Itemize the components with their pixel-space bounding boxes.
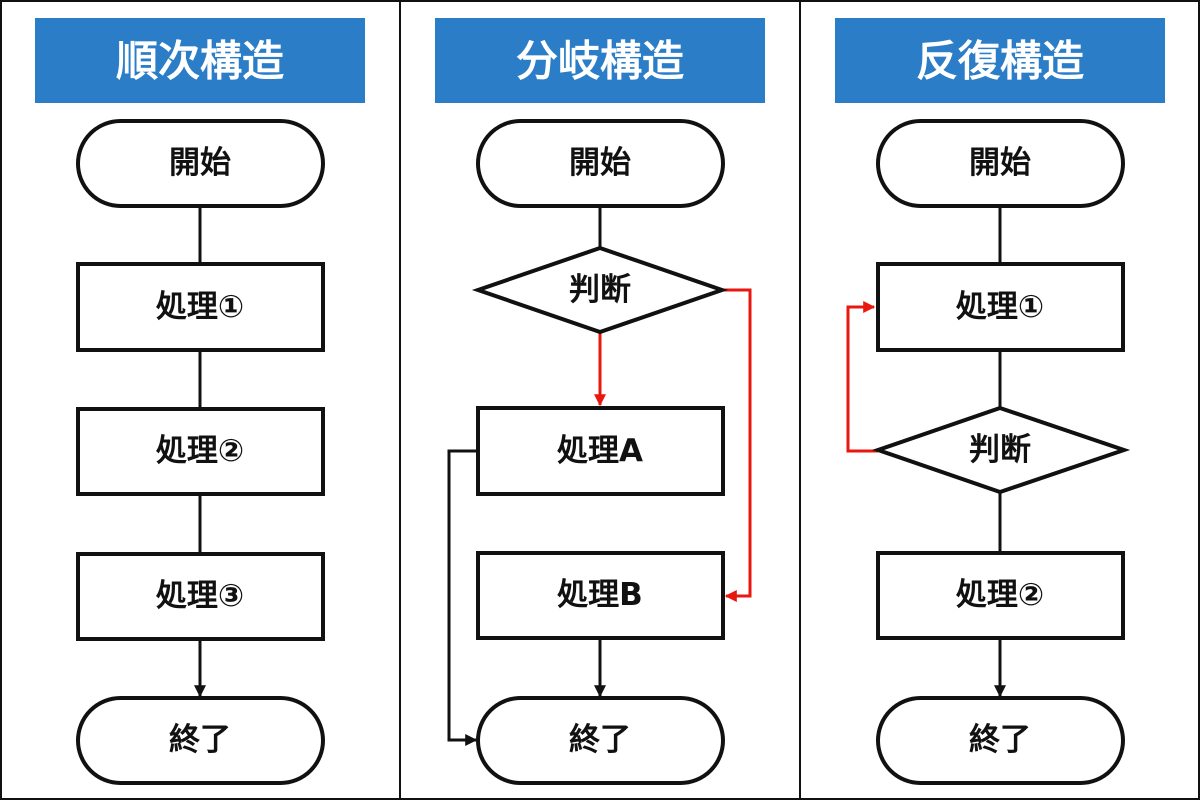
loop-back-arrow [846,301,878,453]
process-box-3 [76,552,325,641]
process-box-2 [876,551,1125,640]
start-terminal [76,119,325,208]
process-box-1 [76,262,325,352]
process-label-3: 処理③ [156,578,244,614]
panel-title: 分岐構造 [516,37,684,86]
panel-title-banner [835,18,1165,103]
panel-title-banner [435,18,765,103]
decision-label: 判断 [969,432,1031,468]
panel-title: 反復構造 [916,37,1084,86]
process-box-a [476,406,725,496]
start-terminal [876,119,1125,208]
end-terminal [876,696,1125,785]
panel-loop: 反復構造 開始 処理① 判断 処理② 終了 [835,18,1165,785]
start-terminal [476,119,725,208]
end-label: 終了 [569,722,631,758]
decision-label: 判断 [569,272,631,308]
start-label: 開始 [569,145,631,181]
panel-title: 順次構造 [116,37,284,86]
start-label: 開始 [969,145,1031,181]
process-label-b: 処理B [557,577,643,613]
process-box-b [476,551,725,640]
end-label: 終了 [969,722,1031,758]
process-box-1 [876,262,1125,352]
branch-arrow-no [722,288,752,602]
panel-title-banner [35,18,365,103]
end-terminal [76,696,325,785]
process-label-1: 処理① [156,289,244,325]
panel-sequential: 順次構造 開始 処理① 処理② 処理③ 終了 [35,18,365,785]
panel-branch: 分岐構造 開始 判断 処理A 処理B 終了 [435,18,765,785]
process-label-a: 処理A [557,433,643,469]
process-label-1: 処理① [956,289,1044,325]
start-label: 開始 [169,145,231,181]
end-label: 終了 [169,722,231,758]
merge-arrow [447,449,478,746]
decision-diamond [471,245,729,335]
end-terminal [476,696,725,785]
process-box-2 [76,407,325,496]
process-label-2: 処理② [956,577,1044,613]
decision-diamond [871,405,1131,495]
process-label-2: 処理② [156,433,244,469]
